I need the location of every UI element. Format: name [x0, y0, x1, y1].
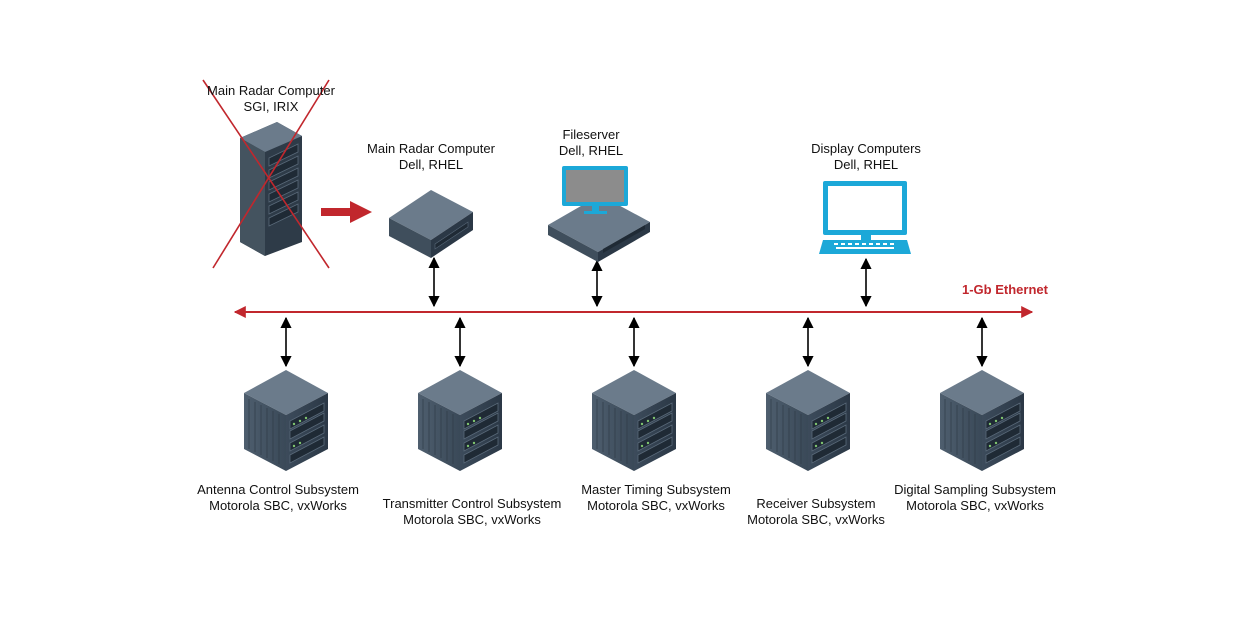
new-main-computer-subtitle: Dell, RHEL [398, 157, 464, 172]
subsystem-sampling-label: Digital Sampling Subsystem Motorola SBC,… [894, 482, 1056, 514]
subsystem-timing-icon [591, 369, 677, 472]
new-main-computer-title: Main Radar Computer [367, 141, 495, 156]
server-box-icon [389, 190, 473, 258]
display-computers-title: Display Computers [811, 141, 921, 156]
subsystem-title: Antenna Control Subsystem [197, 482, 359, 497]
new-main-computer-label: Main Radar Computer Dell, RHEL [367, 141, 495, 173]
laptop-icon [819, 181, 911, 254]
subsystem-transmitter-icon [417, 369, 503, 472]
fileserver-icon [548, 166, 650, 262]
old-main-computer-label: Main Radar Computer SGI, IRIX [207, 83, 335, 115]
subsystem-subtitle: Motorola SBC, vxWorks [906, 498, 1044, 513]
fileserver-subtitle: Dell, RHEL [558, 143, 624, 158]
subsystem-timing-label: Master Timing Subsystem Motorola SBC, vx… [581, 482, 731, 514]
fileserver-label: Fileserver Dell, RHEL [559, 127, 623, 159]
old-main-computer-title: Main Radar Computer [207, 83, 335, 98]
subsystem-subtitle: Motorola SBC, vxWorks [587, 498, 725, 513]
display-computers-subtitle: Dell, RHEL [833, 157, 899, 172]
display-computers-label: Display Computers Dell, RHEL [811, 141, 921, 173]
subsystem-title: Digital Sampling Subsystem [894, 482, 1056, 497]
subsystem-receiver-label: Receiver Subsystem Motorola SBC, vxWorks [747, 496, 885, 528]
subsystem-antenna-icon [243, 369, 329, 472]
subsystem-title: Transmitter Control Subsystem [382, 496, 562, 511]
subsystem-title: Master Timing Subsystem [581, 482, 731, 497]
subsystem-title: Receiver Subsystem [756, 496, 876, 511]
subsystem-receiver-icon [765, 369, 851, 472]
subsystem-subtitle: Motorola SBC, vxWorks [403, 512, 541, 527]
subsystem-antenna-label: Antenna Control Subsystem Motorola SBC, … [197, 482, 359, 514]
fileserver-title: Fileserver [562, 127, 620, 142]
ethernet-label: 1-Gb Ethernet [962, 282, 1048, 297]
subsystem-sampling-icon [939, 369, 1025, 472]
subsystem-subtitle: Motorola SBC, vxWorks [747, 512, 885, 527]
old-main-computer-subtitle: SGI, IRIX [243, 99, 299, 114]
server-tower-icon [240, 122, 302, 256]
subsystem-subtitle: Motorola SBC, vxWorks [209, 498, 347, 513]
replacement-arrow-icon [321, 201, 372, 223]
replaced-cross-icon [202, 79, 330, 269]
subsystem-transmitter-label: Transmitter Control Subsystem Motorola S… [383, 496, 562, 528]
